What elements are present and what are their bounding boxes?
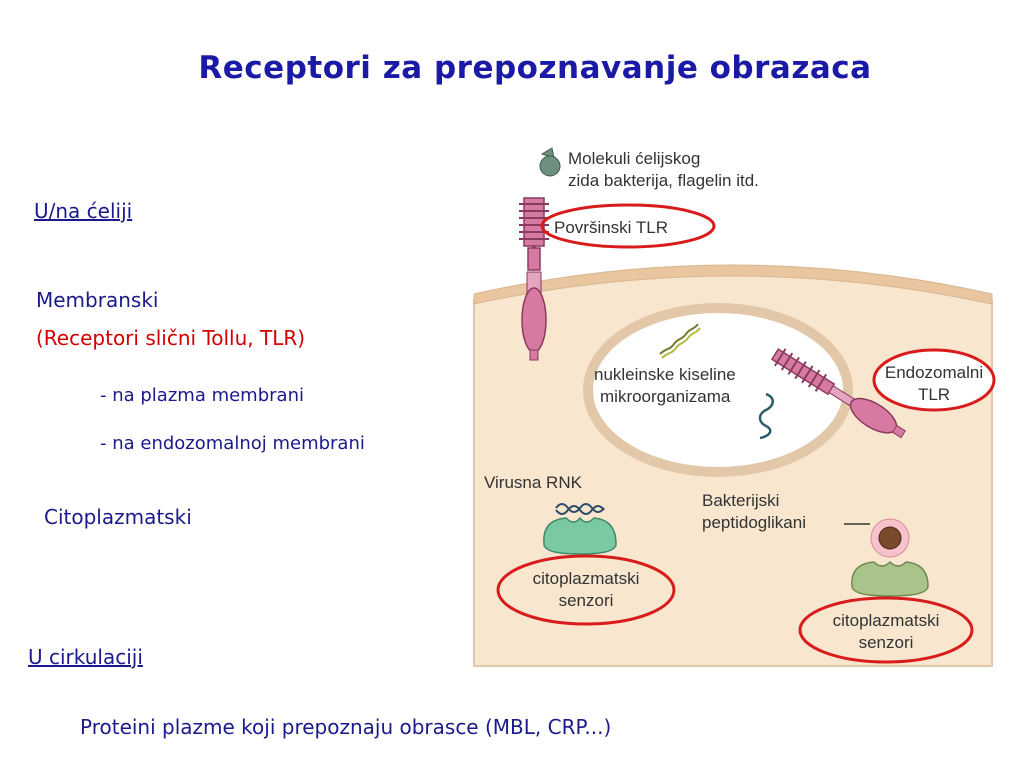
label-endozomalni-2: TLR	[918, 385, 950, 404]
label-povrsinski: Površinski TLR	[554, 218, 668, 237]
label-nukleinske-1: nukleinske kiseline	[594, 365, 736, 384]
endosomal-tlr-receptor	[770, 348, 906, 439]
label-cito2-1: citoplazmatski	[833, 611, 940, 630]
bullet-endosomal-membrane: - na endozomalnoj membrani	[100, 433, 365, 454]
cytoplasmic-sensor-1	[543, 516, 617, 555]
rna-strand-icon	[758, 392, 774, 440]
label-endozomalni-1: Endozomalni	[885, 363, 983, 382]
label-molekuli-2: zida bakterija, flagelin itd.	[568, 171, 759, 190]
cell-membrane	[473, 264, 993, 305]
bullet-plasma-membrane: - na plazma membrani	[100, 385, 304, 406]
plasma-proteins-text: Proteini plazme koji prepoznaju obrasce …	[80, 715, 612, 739]
heading-on-cell: U/na ćeliji	[34, 199, 133, 223]
bacterial-molecule-icon	[539, 147, 561, 177]
membranski-label: Membranski	[36, 288, 159, 312]
page-title: Receptori za prepoznavanje obrazaca	[198, 50, 872, 86]
label-cito1-1: citoplazmatski	[533, 569, 640, 588]
label-cito1-2: senzori	[559, 591, 614, 610]
tlr-label: (Receptori slični Tollu, TLR)	[36, 326, 306, 350]
label-virusna: Virusna RNK	[484, 473, 583, 492]
cytoplasmic-label: Citoplazmatski	[44, 505, 192, 529]
highlight-endosomal-tlr	[872, 348, 996, 412]
prr-diagram: Molekuli ćelijskog zida bakterija, flage…	[473, 147, 996, 667]
highlight-sensor-1	[496, 554, 676, 626]
label-bakterijski-2: peptidoglikani	[702, 513, 806, 532]
cytoplasmic-sensor-2	[851, 560, 929, 597]
highlight-surface-tlr	[540, 203, 716, 249]
surface-tlr-receptor	[519, 197, 549, 361]
label-cito2-2: senzori	[859, 633, 914, 652]
label-bakterijski-1: Bakterijski	[702, 491, 779, 510]
peptidoglycan-icon	[870, 518, 910, 558]
viral-rna-icon	[555, 503, 605, 515]
highlight-sensor-2	[798, 596, 974, 664]
endosome	[583, 303, 853, 477]
nucleic-acid-icon	[659, 323, 701, 359]
label-nukleinske-2: mikroorganizama	[600, 387, 731, 406]
label-molekuli-1: Molekuli ćelijskog	[568, 149, 700, 168]
heading-circulation: U cirkulaciji	[28, 645, 143, 669]
